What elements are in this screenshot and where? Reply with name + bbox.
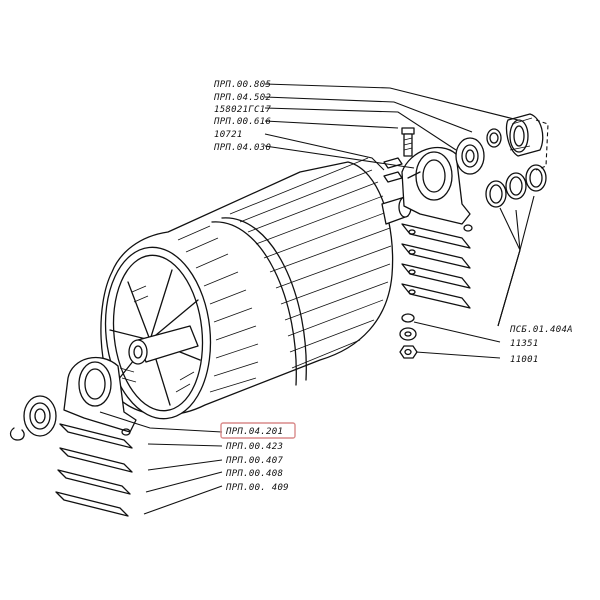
label-top-3: 158021ГС17: [214, 105, 271, 115]
label-top-6: ПРП.04.030: [213, 143, 271, 153]
label-bottom-1: ПРП.04.201: [225, 427, 283, 437]
label-top-1: ПРП.00.805: [213, 80, 271, 90]
rear-bolt: [401, 127, 415, 157]
front-bearing: [9, 395, 57, 441]
rear-washer-nut: [399, 313, 418, 359]
right-labels: ПСБ.01.404А 11351 11001: [509, 325, 573, 365]
label-bottom-2: ПРП.00.423: [225, 442, 283, 452]
rear-bearing-stack: [455, 113, 544, 175]
drum-body: [100, 157, 412, 420]
rear-bearing-housing: [401, 146, 473, 232]
label-bottom-4: ПРП.00.408: [225, 469, 283, 479]
label-bottom-3: ПРП.00.407: [225, 456, 283, 466]
rear-shims: [401, 223, 471, 309]
keys: [383, 157, 403, 183]
spacer-rings: [485, 164, 547, 208]
front-bearing-housing: [63, 356, 137, 436]
label-right-3: 11001: [510, 355, 539, 365]
label-top-2: ПРП.04.502: [213, 93, 271, 103]
highlight-box: [220, 422, 296, 439]
label-top-5: 10721: [214, 130, 243, 140]
bottom-labels: ПРП.04.201 ПРП.00.423 ПРП.00.407 ПРП.00.…: [220, 422, 296, 493]
label-right-1: ПСБ.01.404А: [509, 325, 573, 335]
front-shims: [55, 423, 133, 517]
label-right-2: 11351: [510, 339, 539, 349]
top-labels: ПРП.00.805 ПРП.04.502 158021ГС17 ПРП.00.…: [213, 80, 271, 153]
label-bottom-5: ПРП.00. 409: [225, 483, 289, 493]
label-top-4: ПРП.00.616: [213, 117, 271, 127]
leader-lines: [99, 83, 549, 515]
